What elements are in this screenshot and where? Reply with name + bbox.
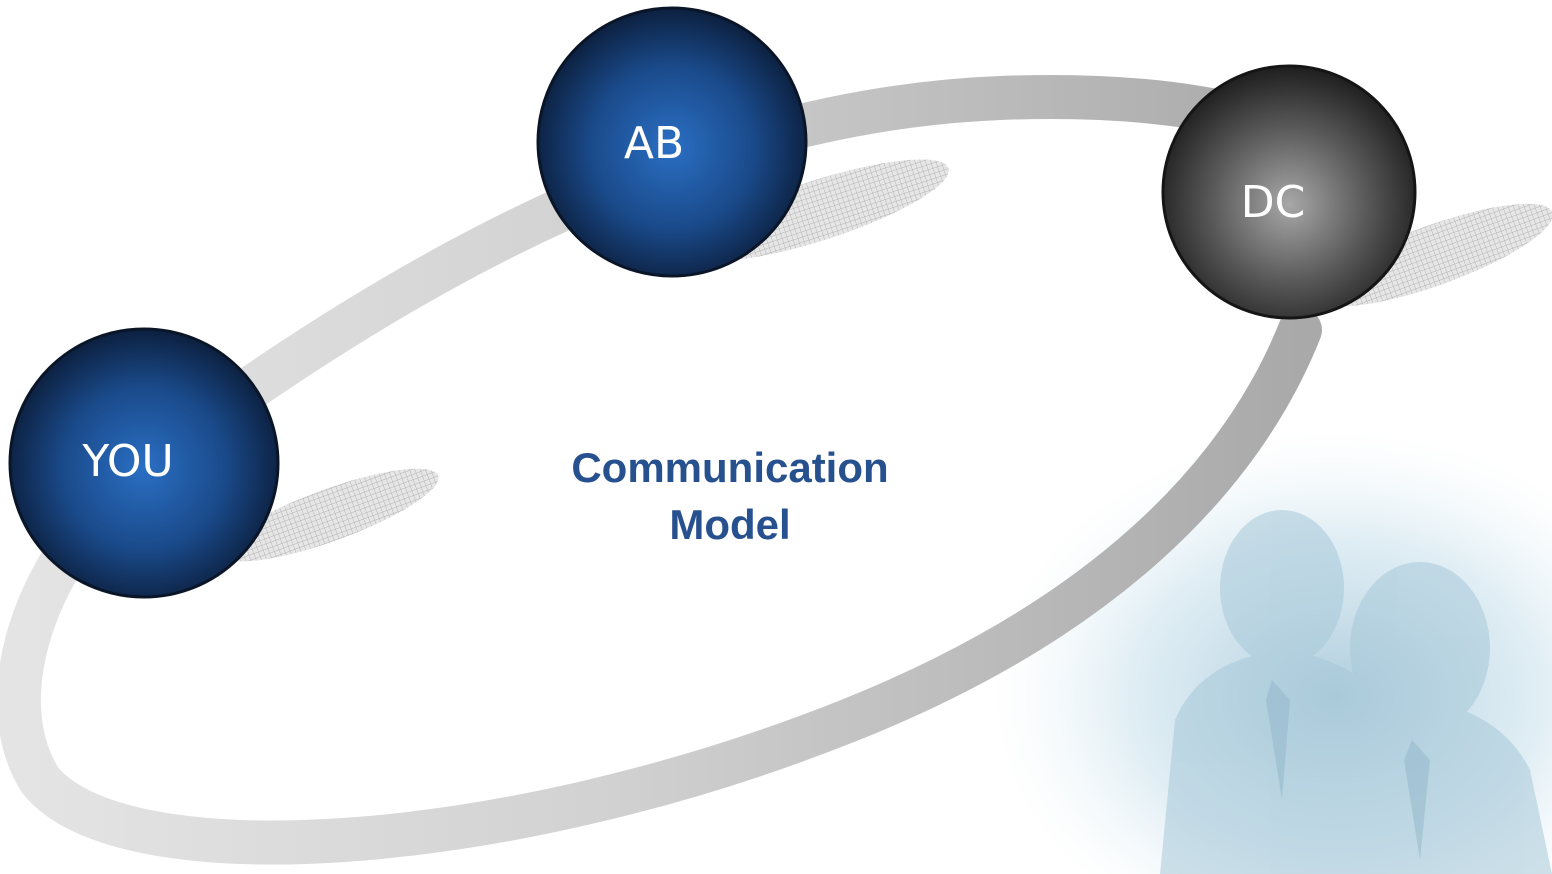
background-photo bbox=[980, 430, 1552, 874]
node-you-label: YOU bbox=[81, 436, 173, 487]
node-dc-label: DC bbox=[1241, 177, 1306, 228]
node-you: YOU bbox=[8, 327, 280, 599]
title-line-2: Model bbox=[669, 501, 790, 548]
node-dc: DC bbox=[1161, 64, 1417, 320]
diagram-title: Communication Model bbox=[571, 444, 888, 548]
node-ab-label: AB bbox=[624, 118, 684, 169]
orbit-ring bbox=[0, 74, 1322, 865]
node-ab: AB bbox=[536, 6, 808, 278]
title-line-1: Communication bbox=[571, 444, 888, 491]
